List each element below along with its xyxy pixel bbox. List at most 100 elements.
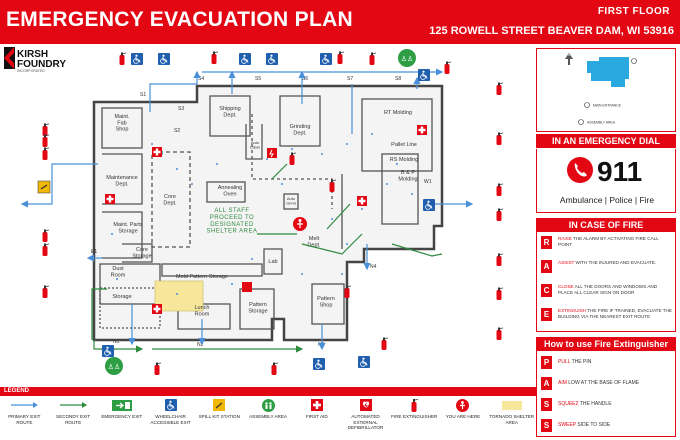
fire-step: C CLOSE ALL THE DOORS AND WINDOWS AND PL… — [541, 284, 673, 304]
assembly-area-icon — [105, 357, 123, 375]
site-map-graphic: N MAIN ENTRANCE ASSEMBLY AREA — [565, 53, 637, 125]
fire-step: R RAISE THE ALARM BY ACTIVATING FIRE CAL… — [541, 236, 673, 256]
you-are-here-marker — [293, 217, 307, 231]
legend-items: PRIMARY EXIT ROUTE SECONDY EXIT ROUTE EM… — [0, 398, 536, 440]
emergency-services: Ambulance | Police | Fire — [559, 195, 655, 205]
step-text: ASSIST WITH THE INJURED AND EVACUATE. — [558, 260, 657, 265]
legend-title: LEGEND — [0, 387, 536, 396]
fire-extinguisher-icon — [496, 327, 504, 341]
site-overview-map: N MAIN ENTRANCE ASSEMBLY AREA — [536, 48, 676, 132]
wheelchair-icon — [312, 357, 326, 371]
legend-item: AUTOMATED EXTERNAL DEFIBRILLATOR — [341, 398, 390, 440]
fire-heading: IN CASE OF FIRE — [536, 218, 676, 232]
fire-steps: R RAISE THE ALARM BY ACTIVATING FIRE CAL… — [536, 232, 676, 332]
company-logo: KIRSH FOUNDRY INCORPORATED — [4, 47, 66, 73]
fire-extinguisher-icon — [496, 183, 504, 197]
exit-code-s7: S7 — [347, 76, 353, 82]
step-letter: A — [541, 376, 552, 390]
legend-item: FIRE EXTINGUISHER — [390, 398, 439, 440]
extinguisher-steps: P PULL THE PIN A AIM LOW AT THE BASE OF … — [536, 351, 676, 437]
north-arrow-icon — [565, 53, 573, 65]
step-text: AIM LOW AT THE BASE OF FLAME — [558, 380, 640, 386]
step-text: SQUEEZ THE HANDLE — [558, 401, 612, 407]
legend-item: FIRST AID — [292, 398, 341, 440]
wheelchair-icon — [164, 399, 177, 411]
fire-extinguisher-icon — [211, 51, 219, 65]
room-rt-molding: RT Molding — [384, 110, 412, 116]
exit-code-n2: N2 — [197, 342, 204, 348]
legend-label: FIRE EXTINGUISHER — [391, 414, 438, 419]
legend-item: ASSEMBLY AREA — [244, 398, 293, 440]
step-text: EXTINGUISH THE FIRE IF TRAINED, EVACUATE… — [558, 308, 672, 319]
emergency-dial-box: 911 Ambulance | Police | Fire — [536, 149, 676, 213]
fire-extinguisher-icon — [444, 61, 452, 75]
legend-item: SPILL KIT STATION — [195, 398, 244, 440]
step-letter: S — [541, 418, 552, 432]
spill-kit-station — [37, 180, 51, 194]
fire-extinguisher-icon — [42, 123, 50, 137]
wheelchair-icon — [357, 355, 371, 369]
you-are-here-icon — [456, 398, 470, 412]
fire-extinguisher-icon — [42, 243, 50, 257]
step-text: RAISE THE ALARM BY ACTIVATING FIRE CALL … — [558, 236, 659, 247]
primary-exit-routes — [20, 68, 474, 351]
wheelchair-icon — [157, 52, 171, 66]
building-outline — [92, 84, 444, 342]
extinguisher-step: S SQUEEZ THE HANDLE — [541, 396, 673, 412]
fire-extinguisher-icon — [496, 82, 504, 96]
exit-code-e1: E1 — [91, 249, 97, 255]
assembly-area-marker — [578, 119, 584, 125]
fire-extinguisher-icon — [411, 399, 419, 412]
fire-step: A ASSIST WITH THE INJURED AND EVACUATE. — [541, 260, 673, 280]
legend-label: ASSEMBLY AREA — [249, 414, 287, 419]
logo-line-1: KIRSH — [17, 49, 48, 60]
route-dots — [111, 133, 413, 295]
exit-code-w1: W1 — [424, 179, 432, 185]
address-label: 125 ROWELL STREET BEAVER DAM, WI 53916 — [429, 25, 674, 37]
phone-icon — [567, 157, 593, 183]
step-text: PULL THE PIN — [558, 359, 592, 365]
wheelchair-icon — [238, 52, 252, 66]
tornado-shelter-area — [154, 280, 204, 312]
logo-tagline: INCORPORATED — [17, 69, 45, 73]
emergency-exit-icon — [111, 399, 132, 411]
fire-extinguisher-icon — [496, 132, 504, 146]
legend-label: TORNADO SHELTER AREA — [489, 414, 535, 425]
logo-line-2: FOUNDRY — [17, 59, 66, 70]
assembly-point-marker — [631, 58, 637, 64]
main-entrance-label: MAIN ENTRANCE — [593, 104, 622, 108]
wheelchair-icon — [265, 52, 279, 66]
svg-text:♙♙: ♙♙ — [108, 363, 121, 371]
wheelchair-icon — [422, 198, 436, 212]
assembly-area-icon — [261, 398, 275, 412]
step-text: CLOSE ALL THE DOORS AND WINDOWS AND PLAC… — [558, 284, 658, 295]
exit-code-n1: N1 — [113, 339, 120, 345]
legend-label: SECONDY EXIT ROUTE — [56, 414, 91, 425]
first-aid-icon — [105, 194, 115, 204]
primary-exit-route-icon — [11, 402, 39, 408]
assembly-area-icon — [398, 49, 416, 67]
extinguisher-heading: How to use Fire Extinguisher — [536, 337, 676, 351]
fire-extinguisher-icon — [42, 134, 50, 148]
tornado-shelter-icon — [501, 400, 522, 410]
fire-extinguisher-icon — [381, 337, 389, 351]
main-entrance-marker — [584, 102, 590, 108]
secondary-exit-route-icon — [60, 402, 88, 408]
legend-label: YOU ARE HERE — [445, 414, 481, 419]
step-letter: R — [541, 236, 552, 249]
svg-text:N: N — [568, 53, 570, 57]
first-aid-icon — [152, 147, 162, 157]
room-mold-pattern: Mold Pattern Storage — [176, 274, 228, 280]
fire-extinguisher-icon — [42, 229, 50, 243]
page-title: EMERGENCY EVACUATION PLAN — [6, 8, 354, 31]
legend-item: YOU ARE HERE — [439, 398, 488, 440]
fire-extinguisher-icon — [42, 147, 50, 161]
step-letter: S — [541, 397, 552, 411]
